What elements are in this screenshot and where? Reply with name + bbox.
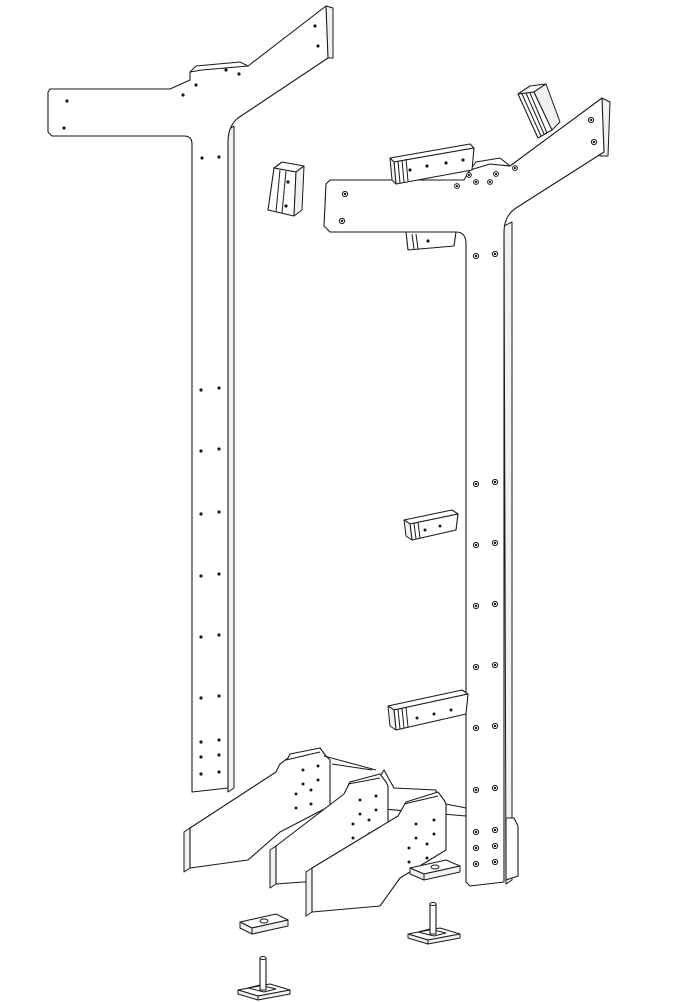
laminated-block-middle: [403, 509, 459, 541]
laminated-block-top-right: [517, 83, 561, 139]
base-foot-front: [305, 791, 447, 917]
laminated-block-upper: [389, 143, 475, 185]
adjustable-foot-right: [407, 902, 461, 945]
laminated-block-lower: [387, 689, 469, 731]
leveling-pad-left: [239, 913, 289, 935]
spacer-block-left: [267, 161, 305, 217]
base-foot-left: [183, 747, 377, 873]
laminated-block-under-arm: [405, 231, 457, 251]
stem-hole-column: [472, 250, 499, 868]
left-upright-panel: [47, 5, 334, 793]
right-upright-panel: [323, 97, 611, 887]
leveling-pad-right: [409, 859, 461, 881]
adjustable-foot-left: [237, 956, 291, 1001]
